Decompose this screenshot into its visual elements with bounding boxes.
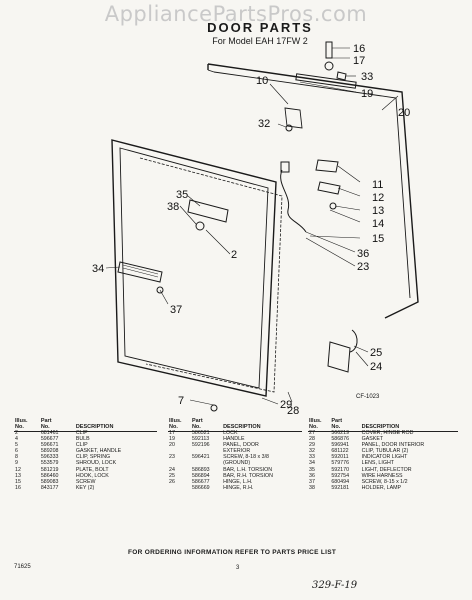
callout-33: 33 — [361, 71, 373, 83]
table-header-rule-3 — [308, 431, 458, 432]
light-deflector — [187, 199, 229, 223]
page-number: 3 — [236, 565, 240, 571]
bolt-plate — [317, 181, 341, 195]
callout-13: 13 — [372, 205, 384, 217]
header-part: Part — [40, 418, 52, 424]
gasket-frame — [139, 157, 283, 393]
callout-15: 15 — [372, 233, 384, 245]
table-row: EXTERIOR — [223, 448, 251, 455]
lens-light — [117, 261, 163, 283]
model-subtitle: For Model EAH 17FW 2 — [212, 36, 308, 46]
callout-10: 10 — [256, 75, 268, 87]
table-header-rule-1 — [14, 431, 157, 432]
wire-harness — [280, 169, 307, 233]
callout-37: 37 — [170, 304, 182, 316]
callout-20: 20 — [398, 107, 410, 119]
callout-23: 23 — [357, 261, 369, 273]
lock-cylinder — [324, 61, 334, 71]
table-row: (GROUND) — [223, 460, 251, 467]
figure-code: CF-1023 — [356, 394, 380, 400]
header-no2: No. — [40, 424, 50, 430]
key — [325, 41, 333, 59]
callout-38: 38 — [167, 201, 179, 213]
callout-32: 32 — [258, 118, 270, 130]
callout-7: 7 — [178, 395, 184, 407]
callout-14: 14 — [372, 218, 384, 230]
lamp-holder — [195, 221, 205, 231]
header-description: DESCRIPTION — [75, 424, 114, 430]
ordering-notice: FOR ORDERING INFORMATION REFER TO PARTS … — [128, 549, 337, 556]
callout-2: 2 — [231, 249, 237, 261]
tubular-clip — [285, 124, 293, 132]
callout-16: 16 — [353, 43, 365, 55]
callout-36: 36 — [357, 248, 369, 260]
indicator-light — [336, 71, 347, 81]
handle-bar — [295, 73, 357, 89]
table-header-rule-2 — [168, 431, 302, 432]
screw-bottom — [210, 404, 218, 412]
lock-shroud — [315, 159, 339, 173]
callout-17: 17 — [353, 55, 365, 67]
callout-35: 35 — [176, 189, 188, 201]
callout-19: 19 — [361, 88, 373, 100]
callout-11: 11 — [372, 179, 383, 191]
callout-29: 29 — [280, 399, 292, 411]
exterior-panel-outline — [207, 63, 419, 319]
header-no: No. — [15, 424, 24, 430]
handle-recess — [284, 107, 303, 129]
interior-panel-inner — [119, 147, 269, 389]
exploded-door-diagram: 16 17 33 19 10 20 32 11 12 13 14 15 35 3… — [92, 41, 419, 417]
handwritten-note: 329-F-19 — [312, 580, 358, 591]
document-code: 71625 — [14, 564, 31, 570]
callout-12: 12 — [372, 192, 384, 204]
page-title: DOOR PARTS — [207, 20, 313, 35]
callout-34: 34 — [92, 263, 104, 275]
hinge — [327, 341, 351, 373]
header-illus: Illus. — [15, 418, 28, 424]
callout-25: 25 — [370, 347, 382, 359]
watermark: AppliancePartsPros.com — [104, 2, 368, 26]
interior-panel-outer — [111, 139, 277, 397]
callout-24: 24 — [370, 361, 382, 373]
callout-28: 28 — [287, 405, 299, 417]
torsion-bar — [349, 329, 358, 353]
